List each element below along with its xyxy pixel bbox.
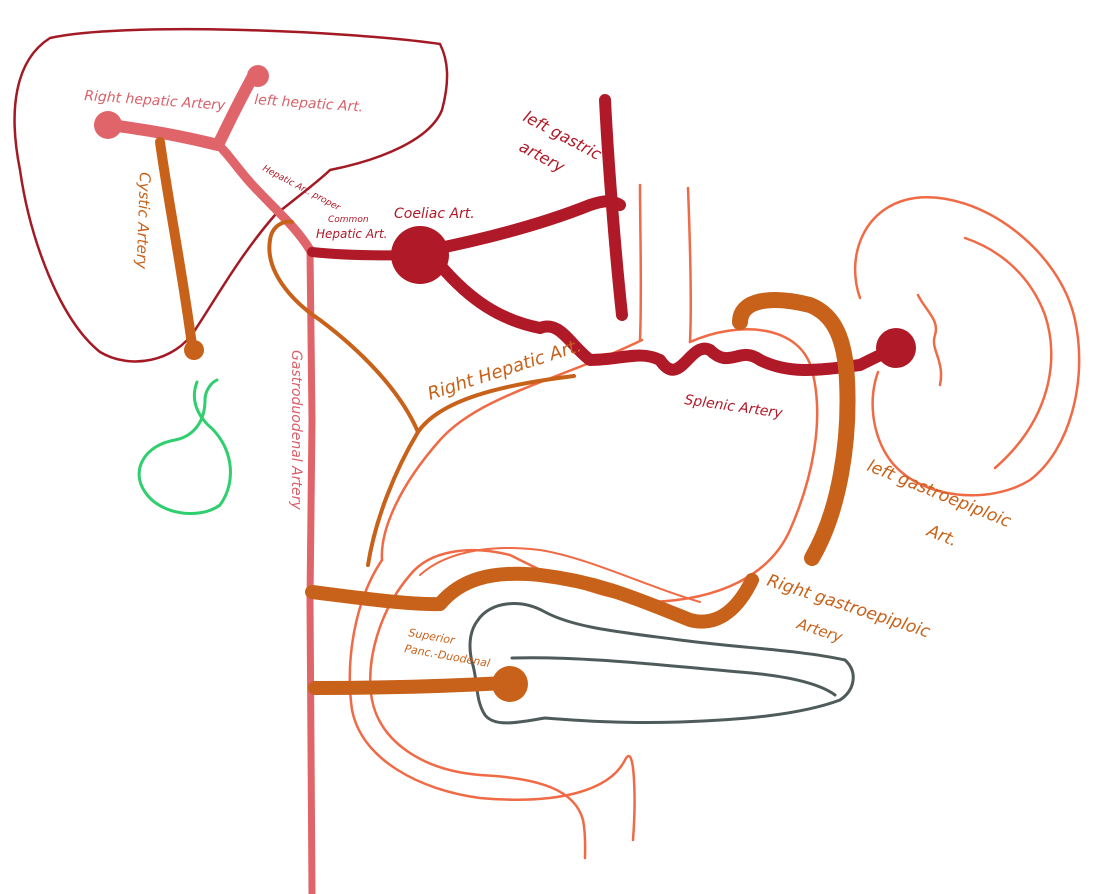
gallbladder-outline xyxy=(137,378,232,516)
coeliac-trunk xyxy=(391,226,449,284)
label-left-gastroepiploic-2: Art. xyxy=(923,521,960,551)
superior-pancreaticoduodenal-artery xyxy=(308,676,512,695)
orange-loop-to-liver xyxy=(267,219,420,434)
oesophagus-right-wall xyxy=(686,186,693,344)
cystic-artery xyxy=(155,137,197,350)
label-right-hepatic-artery: Right hepatic Artery xyxy=(84,88,227,114)
duodenum-outer-wall xyxy=(369,573,587,860)
gastroduodenal-artery xyxy=(306,246,316,894)
left-gastroepiploic-artery xyxy=(732,292,856,566)
label-gastroduodenal-artery: Gastroduodenal Artery xyxy=(288,350,304,510)
label-right-gastroepiploic-2: Artery xyxy=(794,614,846,646)
superior-panc-end xyxy=(492,666,528,702)
spleen-inner-line xyxy=(963,236,1053,470)
spleen-outline xyxy=(853,196,1081,497)
cystic-artery-end xyxy=(184,340,204,360)
right-hepatic-art-orange xyxy=(366,374,576,567)
spleen-squiggle xyxy=(916,293,943,387)
hepatic-artery-proper xyxy=(213,140,315,255)
label-common-hepatic-1: Common xyxy=(328,215,369,225)
left-hepatic-end xyxy=(247,65,269,87)
pancreatic-duct xyxy=(510,656,837,697)
label-cystic-artery: Cystic Artery xyxy=(133,172,154,271)
pancreas-outline xyxy=(468,602,855,725)
right-hepatic-end xyxy=(94,111,122,139)
splenic-hilum-end xyxy=(876,328,916,368)
duodenum-inner-wall xyxy=(348,558,636,842)
oesophagus-left-wall xyxy=(638,183,643,342)
right-gastroepiploic-artery xyxy=(305,566,759,629)
splenic-artery xyxy=(434,259,906,376)
label-right-hepatic-art-2: Right Hepatic Art. xyxy=(425,335,584,405)
label-superior-panc-2: Panc.-Duodenal xyxy=(403,642,491,670)
label-common-hepatic-2: Hepatic Art. xyxy=(316,227,388,241)
liver-outline xyxy=(13,27,449,363)
label-splenic-artery: Splenic Artery xyxy=(683,392,784,422)
left-hepatic-branch xyxy=(212,72,258,151)
duodenum-top-arc xyxy=(419,547,701,603)
stomach-outer-wall xyxy=(380,338,644,562)
right-hepatic-branch xyxy=(104,119,224,151)
label-coeliac-art: Coeliac Art. xyxy=(394,206,475,222)
label-left-hepatic-art: left hepatic Art. xyxy=(254,92,364,116)
label-right-gastroepiploic-1: Right gastroepiploic xyxy=(764,571,933,643)
left-gastric-branch-vertical xyxy=(599,94,628,321)
